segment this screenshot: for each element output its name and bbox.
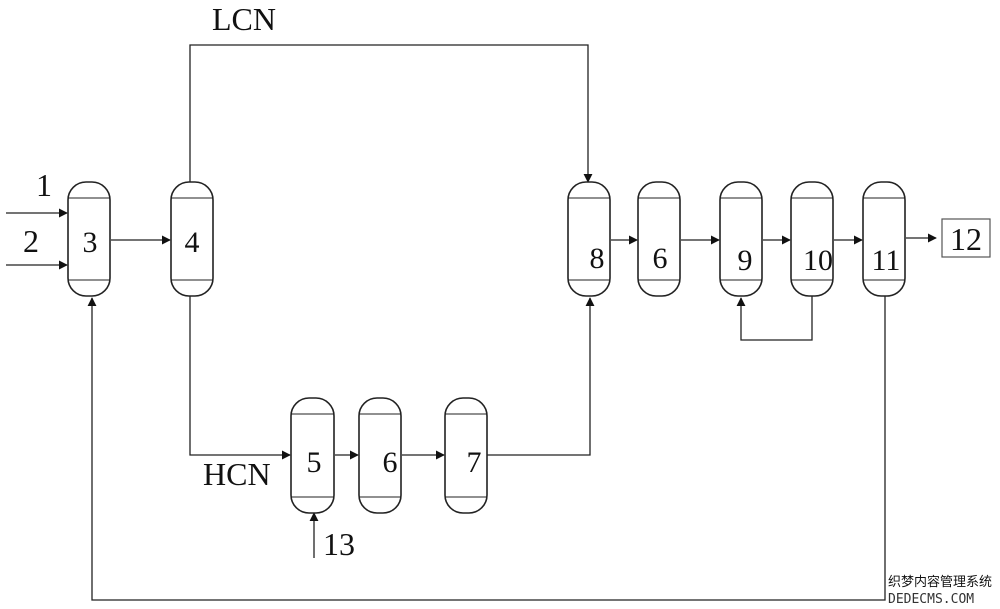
vessel-body bbox=[444, 397, 488, 514]
watermark-cn: 织梦内容管理系统 bbox=[888, 574, 992, 590]
feed-13-label: 13 bbox=[323, 526, 355, 562]
vessel-label: 7 bbox=[467, 446, 482, 479]
vessel-body bbox=[719, 181, 763, 297]
vessel-v4: 4 bbox=[170, 181, 214, 297]
product-12-box bbox=[941, 218, 991, 258]
vessel-v5: 5 bbox=[290, 397, 335, 514]
product-12-label: 12 bbox=[950, 221, 982, 257]
recycle-10-to-9 bbox=[736, 296, 813, 341]
lcn-label: LCN bbox=[212, 1, 276, 37]
feed-2-label: 2 bbox=[23, 223, 39, 259]
flow-lines bbox=[6, 44, 937, 601]
vessel-v6a: 6 bbox=[358, 397, 402, 514]
vessels: 3 4 5 6 7 8 6 9 10 11 bbox=[67, 181, 906, 514]
vessel-label: 8 bbox=[590, 242, 605, 275]
recycle-11-to-3 bbox=[87, 296, 886, 601]
vessel-body bbox=[790, 181, 834, 297]
hcn-line bbox=[189, 296, 291, 460]
vessel-body bbox=[170, 181, 214, 297]
vessel-v6b: 6 bbox=[637, 181, 681, 297]
watermark-en: DEDECMS.COM bbox=[888, 592, 974, 607]
vessel-v11: 11 bbox=[862, 181, 906, 297]
vessel-v9: 9 bbox=[719, 181, 763, 297]
vessel-body bbox=[862, 181, 906, 297]
vessel-body bbox=[290, 397, 335, 514]
vessel-body bbox=[358, 397, 402, 514]
flow-7-to-8 bbox=[487, 297, 595, 456]
vessel-label: 4 bbox=[185, 226, 200, 259]
hcn-label: HCN bbox=[203, 456, 271, 492]
feed-1-label: 1 bbox=[36, 167, 52, 203]
lcn-line bbox=[189, 44, 593, 184]
vessel-body bbox=[67, 181, 111, 297]
vessel-v10: 10 bbox=[790, 181, 834, 297]
vessel-v3: 3 bbox=[67, 181, 111, 297]
vessel-label: 6 bbox=[653, 242, 668, 275]
vessel-label: 10 bbox=[803, 244, 833, 277]
vessel-label: 11 bbox=[872, 244, 901, 277]
vessel-label: 9 bbox=[738, 244, 753, 277]
vessel-label: 3 bbox=[83, 226, 98, 259]
vessel-v8: 8 bbox=[567, 181, 611, 297]
vessel-v7: 7 bbox=[444, 397, 488, 514]
vessel-label: 5 bbox=[307, 446, 322, 479]
vessel-body bbox=[567, 181, 611, 297]
vessel-label: 6 bbox=[383, 446, 398, 479]
vessel-body bbox=[637, 181, 681, 297]
